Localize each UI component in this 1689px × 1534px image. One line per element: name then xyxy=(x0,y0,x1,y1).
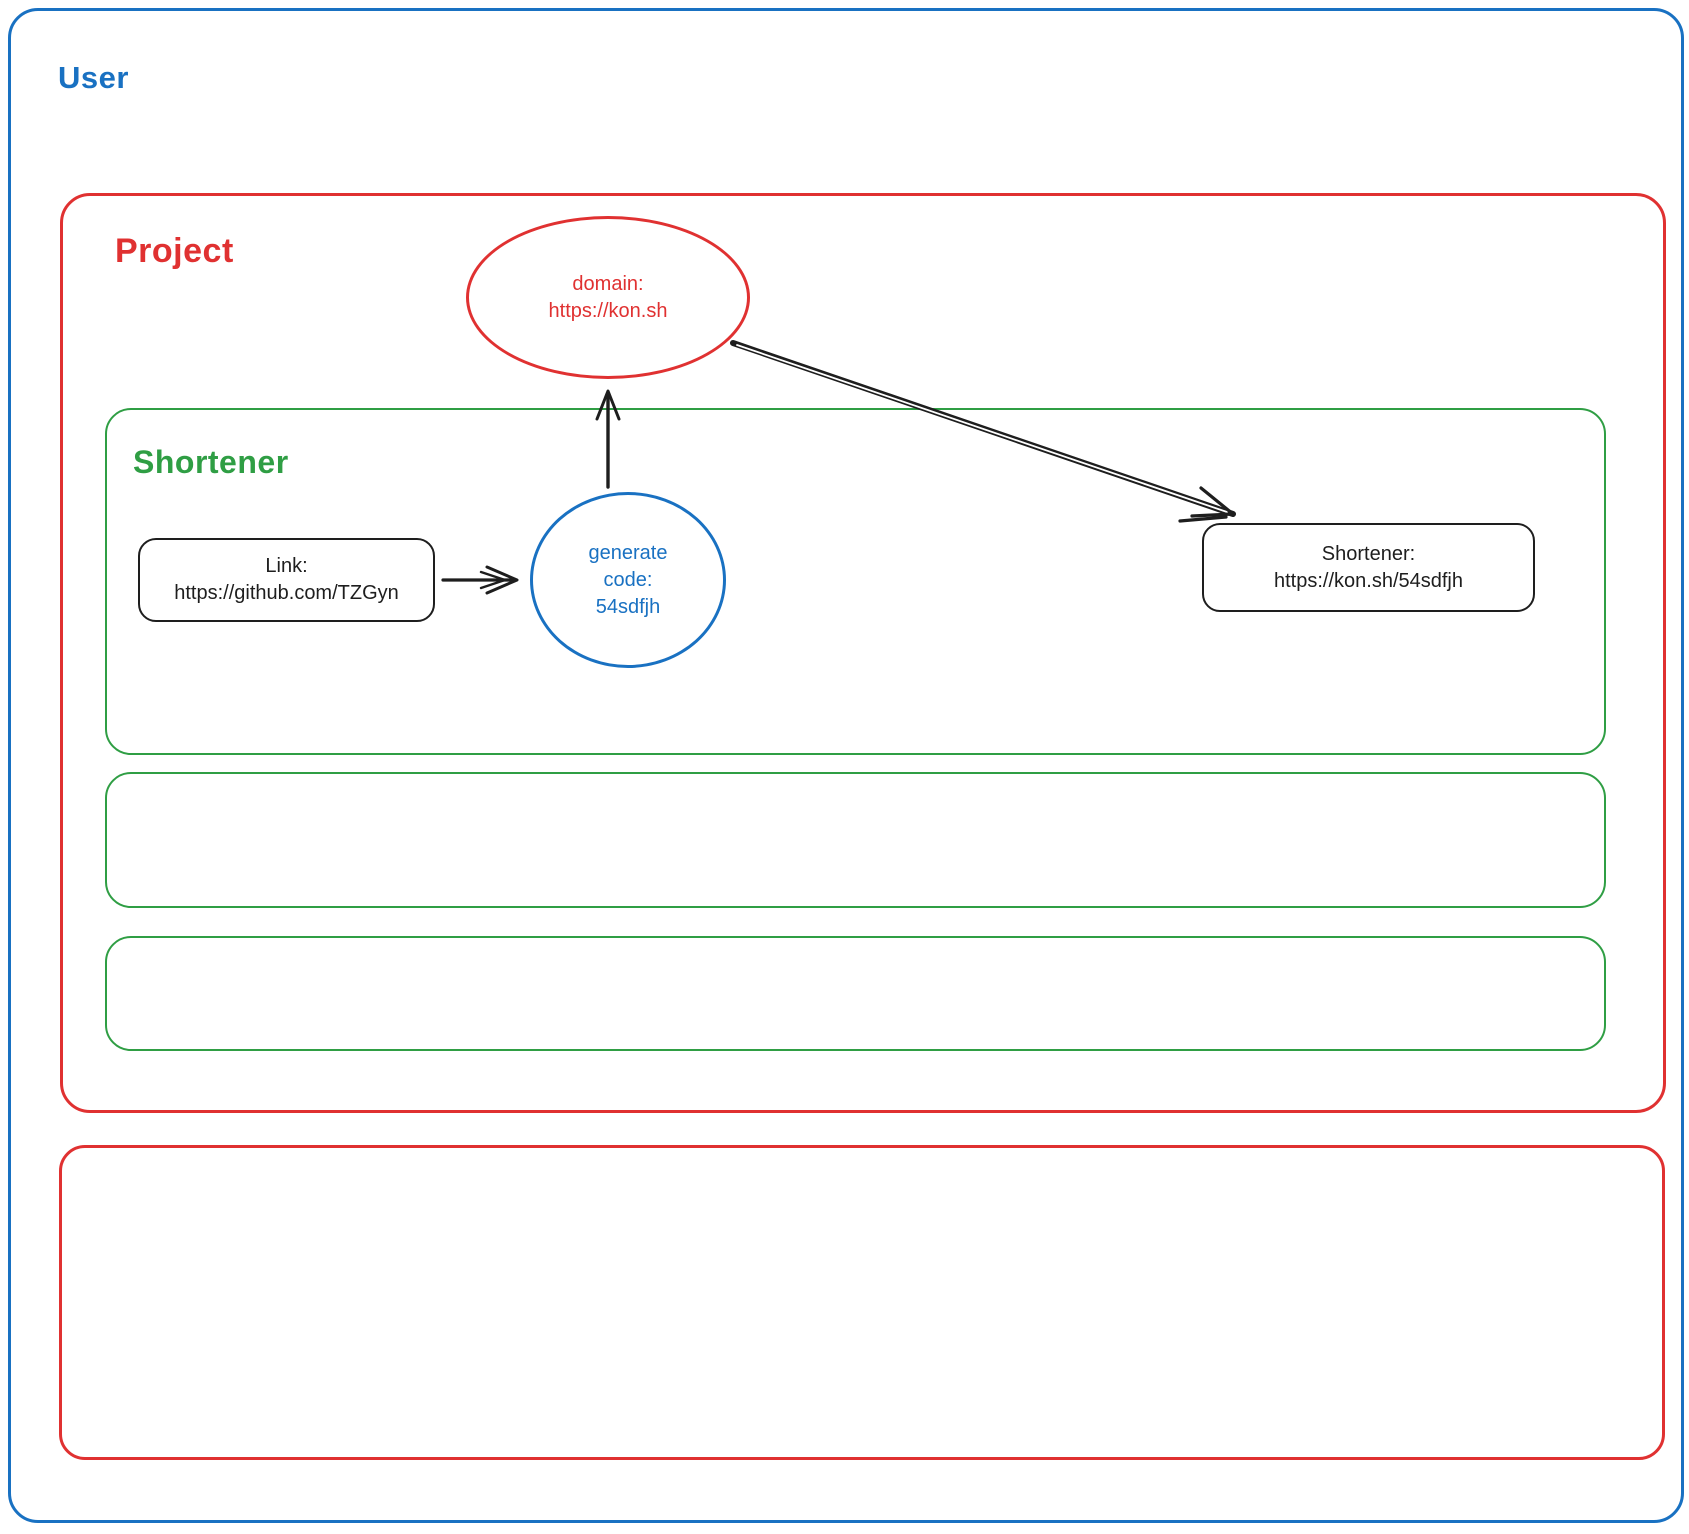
empty-red-box[interactable] xyxy=(59,1145,1665,1460)
empty-green-box-1[interactable] xyxy=(105,772,1606,908)
link-box-node[interactable]: Link: https://github.com/TZGyn xyxy=(138,538,435,622)
user-frame-label: User xyxy=(58,60,129,95)
user-frame[interactable] xyxy=(8,8,1684,1523)
project-frame[interactable] xyxy=(60,193,1666,1113)
generate-node-line-1: generate xyxy=(588,541,668,564)
domain-node-line-1: domain: xyxy=(572,272,644,295)
generate-code-circle-node[interactable]: generate code: 54sdfjh xyxy=(530,492,726,668)
domain-ellipse-node[interactable]: domain: https://kon.sh xyxy=(466,216,750,379)
empty-green-box-2[interactable] xyxy=(105,936,1606,1051)
project-frame-label: Project xyxy=(115,232,234,270)
link-node-line-2: https://github.com/TZGyn xyxy=(174,582,399,604)
result-node-line-1: Shortener: xyxy=(1321,542,1416,565)
shortener-frame-label: Shortener xyxy=(133,444,289,480)
shortener-result-box-node[interactable]: Shortener: https://kon.sh/54sdfjh xyxy=(1202,523,1535,612)
generate-node-line-3: 54sdfjh xyxy=(595,595,661,618)
domain-node-line-2: https://kon.sh xyxy=(548,299,668,322)
result-node-line-2: https://kon.sh/54sdfjh xyxy=(1273,569,1463,592)
generate-node-line-2: code: xyxy=(603,568,653,591)
link-node-line-1: Link: xyxy=(265,555,308,577)
